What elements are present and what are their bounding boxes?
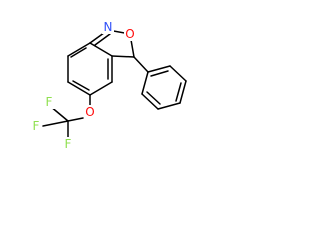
bond-ph5-ph6-inner bbox=[146, 91, 161, 105]
bond-o-ether-cf3 bbox=[67, 117, 84, 122]
bond-c6-c5 bbox=[67, 81, 91, 96]
bond-c6-c5-inner bbox=[72, 80, 90, 91]
atom-o-ring-label: O bbox=[125, 27, 134, 41]
bond-ph1-ph2-inner bbox=[150, 70, 169, 77]
bond-c3-c3a bbox=[111, 55, 135, 58]
bond-ph5-ph6 bbox=[141, 93, 159, 110]
bond-ph6-ph1 bbox=[141, 71, 149, 95]
bond-ph3-ph4-inner bbox=[175, 82, 182, 102]
bond-c7-c7-inner bbox=[70, 47, 87, 58]
bond-ph3-ph4 bbox=[179, 80, 187, 104]
bond-c5-c4 bbox=[89, 81, 113, 96]
atom-o-ether-label: O bbox=[85, 105, 94, 119]
bond-cf3-f-left bbox=[42, 120, 69, 127]
phenyl-ring bbox=[133, 56, 187, 110]
bond-c3a-c7a bbox=[89, 42, 113, 57]
atom-f1-label: F bbox=[46, 95, 53, 109]
atom-labels: N O O F F F bbox=[30, 20, 136, 151]
bond-c3-phenyl bbox=[133, 56, 149, 73]
atom-n-label: N bbox=[104, 20, 113, 34]
bond-c7a-n-inner bbox=[94, 33, 111, 46]
bond-ph1-ph2 bbox=[147, 65, 171, 73]
atom-f2-label: F bbox=[33, 119, 40, 133]
benzo-ring bbox=[67, 42, 113, 96]
bond-ph2-ph3 bbox=[169, 65, 187, 82]
bond-ph4-ph5 bbox=[157, 102, 181, 110]
bond-c7a-c7 bbox=[67, 42, 91, 57]
chemical-structure-diagram: N O O F F F bbox=[30, 20, 187, 151]
atom-f3-label: F bbox=[65, 137, 72, 151]
